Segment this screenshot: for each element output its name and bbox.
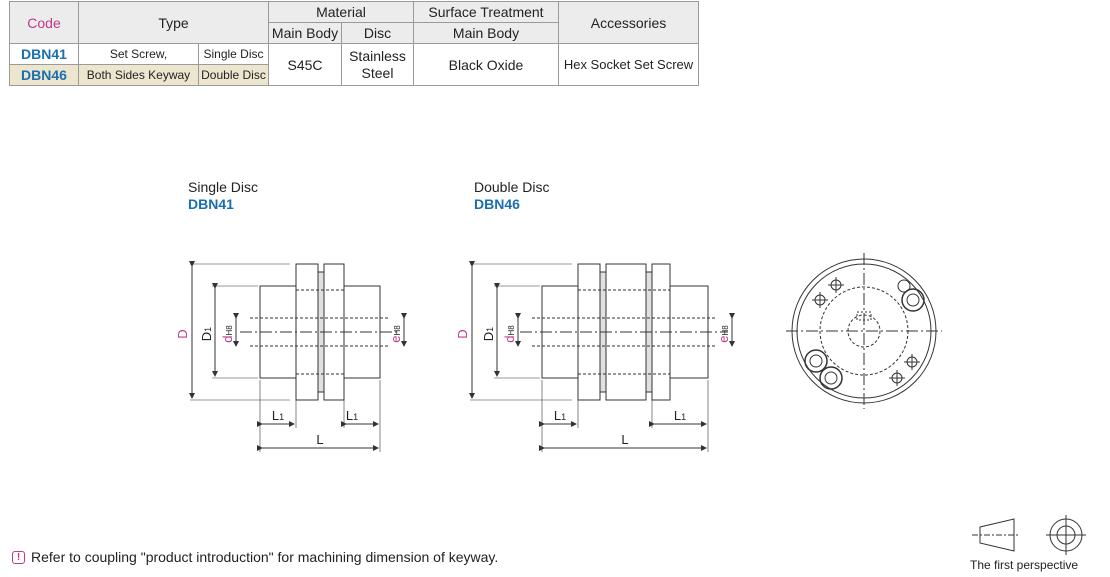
- surface-main-body-header: Main Body: [413, 22, 559, 44]
- keyway-note-text: Refer to coupling "product introduction"…: [31, 549, 499, 565]
- disc-material-line1: Stainless: [349, 47, 406, 64]
- double-disc-code: DBN46: [474, 196, 520, 212]
- surface-treatment-cell: Black Oxide: [413, 43, 559, 86]
- single-disc-code: DBN41: [188, 196, 234, 212]
- dim-L1-label: L1: [554, 408, 566, 423]
- material-main-body-header: Main Body: [268, 22, 342, 44]
- disc-type-cell: Single Disc: [198, 43, 269, 65]
- double-disc-label: Double Disc: [474, 179, 550, 195]
- set-screw-icon: [804, 349, 843, 390]
- double-disc-labels: D D1 dH8 eH8 L1 L1 L: [455, 325, 731, 447]
- accessories-cell: Hex Socket Set Screw: [558, 43, 699, 86]
- dim-e-label: eH8: [388, 325, 403, 343]
- dim-D-label: D: [175, 329, 190, 338]
- dim-e-label: eH8: [716, 325, 731, 343]
- main-body-material-cell: S45C: [268, 43, 342, 86]
- dim-L1-label: L1: [674, 408, 686, 423]
- single-disc-drawing: [189, 261, 407, 452]
- disc-type-cell: Double Disc: [198, 64, 269, 86]
- double-disc-drawing: [469, 261, 735, 452]
- material-disc-header: Disc: [341, 22, 414, 44]
- accessories-header: Accessories: [558, 1, 699, 44]
- dim-L-label: L: [316, 432, 323, 447]
- dim-L1-label: L1: [346, 408, 358, 423]
- material-header: Material: [268, 1, 414, 23]
- surface-treatment-header: Surface Treatment: [413, 1, 559, 23]
- first-angle-projection-icon: [972, 515, 1086, 555]
- type-cell: Both Sides Keyway: [78, 64, 199, 86]
- disc-material-line2: Steel: [361, 64, 394, 81]
- code-cell: DBN46: [9, 64, 79, 86]
- end-view-drawing: [786, 253, 942, 409]
- keyway-note: ! Refer to coupling "product introductio…: [12, 549, 498, 565]
- bolt-hole-icon: [812, 277, 920, 386]
- dim-L-label: L: [621, 432, 628, 447]
- disc-material-cell: Stainless Steel: [341, 43, 414, 86]
- single-disc-labels: D D1 dH8 eH8 L1 L1 L: [175, 325, 403, 447]
- code-header: Code: [9, 1, 79, 44]
- dim-D1-label: D1: [481, 327, 496, 341]
- single-disc-label: Single Disc: [188, 179, 259, 195]
- dim-d-label: dH8: [220, 325, 235, 343]
- dim-D1-label: D1: [199, 327, 214, 341]
- dim-D-label: D: [455, 329, 470, 338]
- warning-icon: !: [12, 550, 25, 564]
- projection-label: The first perspective: [970, 558, 1079, 572]
- dim-L1-label: L1: [272, 408, 284, 423]
- spec-table: Code Type Material Surface Treatment Acc…: [9, 1, 699, 86]
- set-screw-icon: [897, 279, 925, 312]
- double-disc-title: Double Disc DBN46: [474, 179, 549, 213]
- dim-d-label: dH8: [502, 325, 517, 343]
- single-disc-title: Single Disc DBN41: [188, 179, 258, 213]
